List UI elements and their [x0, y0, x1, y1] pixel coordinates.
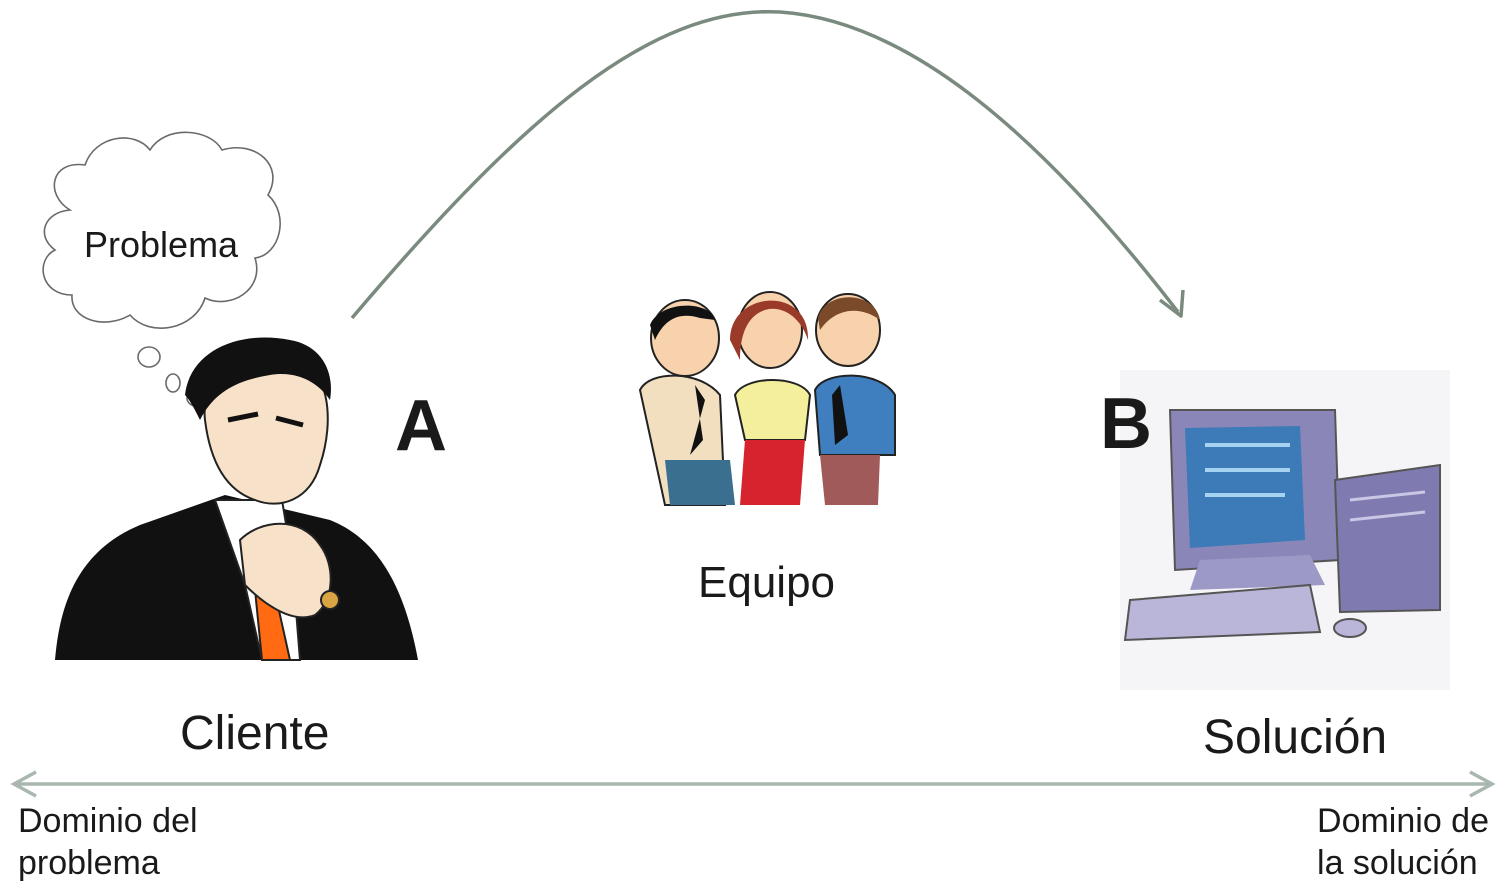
thought-bubble-text: Problema: [84, 224, 239, 265]
team-people-icon: [638, 291, 896, 506]
problem-domain-label: Dominio del problema: [18, 800, 198, 884]
solution-domain-line1: Dominio de: [1317, 802, 1489, 840]
curved-arrow: [350, 10, 1185, 320]
point-a-label: A: [395, 386, 447, 466]
solution-domain-line2: la solución: [1317, 844, 1478, 882]
solution-label: Solución: [1203, 711, 1388, 764]
team-label: Equipo: [698, 558, 836, 607]
solution-domain-label: Dominio de la solución: [1317, 800, 1489, 884]
client-label: Cliente: [180, 707, 330, 760]
desktop-computer-icon: [1120, 370, 1450, 690]
problem-domain-line1: Dominio del: [18, 802, 198, 840]
domain-axis: [10, 770, 1496, 798]
thinking-man-icon: [55, 337, 418, 661]
point-b-label: B: [1100, 384, 1152, 464]
problem-domain-line2: problema: [18, 844, 160, 882]
